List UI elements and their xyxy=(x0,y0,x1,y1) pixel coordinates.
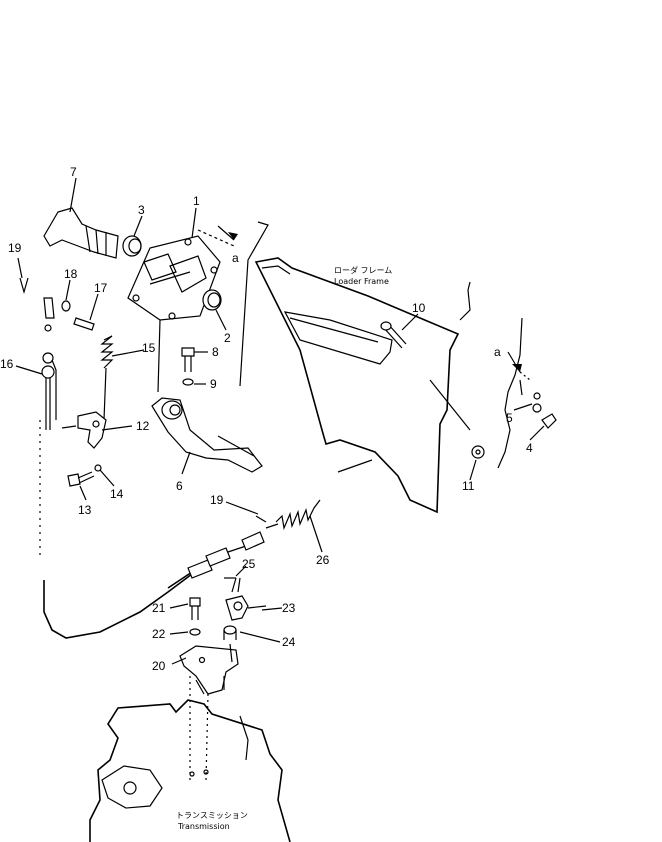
view-marker-a-1: a xyxy=(232,251,239,265)
callout-1: 1 xyxy=(193,194,200,208)
callout-4: 4 xyxy=(526,441,533,455)
callout-6: 6 xyxy=(176,479,183,493)
callout-2: 2 xyxy=(224,331,231,345)
callout-numbers: 1 2 3 4 5 6 7 8 9 10 11 12 13 14 15 16 1… xyxy=(0,165,533,673)
callout-26: 26 xyxy=(316,553,330,567)
lower-linkage-drawing xyxy=(167,499,321,781)
callout-24: 24 xyxy=(282,635,296,649)
loader-frame-label-en: Loader Frame xyxy=(334,277,389,286)
transmission-label-jp: トランスミッション xyxy=(176,811,248,820)
callout-3: 3 xyxy=(138,203,145,217)
callout-18: 18 xyxy=(64,267,78,281)
callout-9: 9 xyxy=(210,377,217,391)
callout-11: 11 xyxy=(462,479,475,493)
loader-frame-label-jp: ローダ フレーム xyxy=(334,265,392,275)
view-marker-a-2: a xyxy=(494,345,501,359)
view-arrow-a-right: a xyxy=(494,345,522,373)
transmission-label: トランスミッション Transmission xyxy=(176,811,248,831)
callout-19-top: 19 xyxy=(8,241,22,255)
callout-13: 13 xyxy=(78,503,92,517)
callout-12: 12 xyxy=(136,419,150,433)
callout-15: 15 xyxy=(142,341,156,355)
bolt-10-shape xyxy=(380,321,407,349)
pedal-assembly-drawing xyxy=(43,207,263,473)
bolt-4-shape xyxy=(532,392,557,429)
view-arrow-a-left: a xyxy=(217,225,239,265)
left-linkage-drawing xyxy=(19,277,193,639)
callout-21: 21 xyxy=(152,601,166,615)
transmission-label-en: Transmission xyxy=(177,822,230,831)
callout-22: 22 xyxy=(152,627,166,641)
callout-23: 23 xyxy=(282,601,296,615)
nut-11-shape xyxy=(471,445,485,459)
callout-17: 17 xyxy=(94,281,108,295)
leader-lines xyxy=(15,177,545,665)
callout-19-bottom: 19 xyxy=(210,493,224,507)
transmission-drawing xyxy=(89,699,291,842)
callout-20: 20 xyxy=(152,659,166,673)
callout-8: 8 xyxy=(212,345,219,359)
callout-16: 16 xyxy=(0,357,14,371)
callout-25: 25 xyxy=(242,557,256,571)
callout-10: 10 xyxy=(412,301,426,315)
loader-frame-label: ローダ フレーム Loader Frame xyxy=(334,265,392,286)
callout-5: 5 xyxy=(506,411,513,425)
callout-7: 7 xyxy=(70,165,77,179)
callout-14: 14 xyxy=(110,487,124,501)
loader-frame-drawing xyxy=(239,221,557,514)
